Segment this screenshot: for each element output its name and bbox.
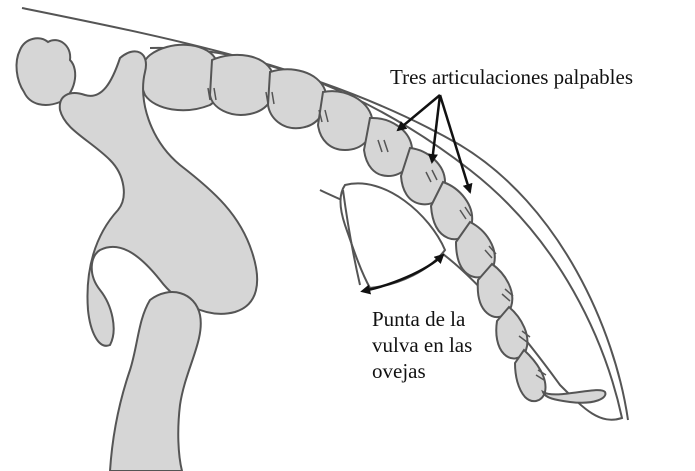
vulva-label-line-1: Punta de la	[372, 306, 472, 332]
femur-bone	[110, 292, 201, 471]
vulva-label-line-3: ovejas	[372, 358, 472, 384]
vulva-tip-label: Punta de la vulva en las ovejas	[372, 306, 472, 384]
vulva-label-line-2: vulva en las	[372, 332, 472, 358]
joints-label: Tres articulaciones palpables	[390, 64, 633, 90]
